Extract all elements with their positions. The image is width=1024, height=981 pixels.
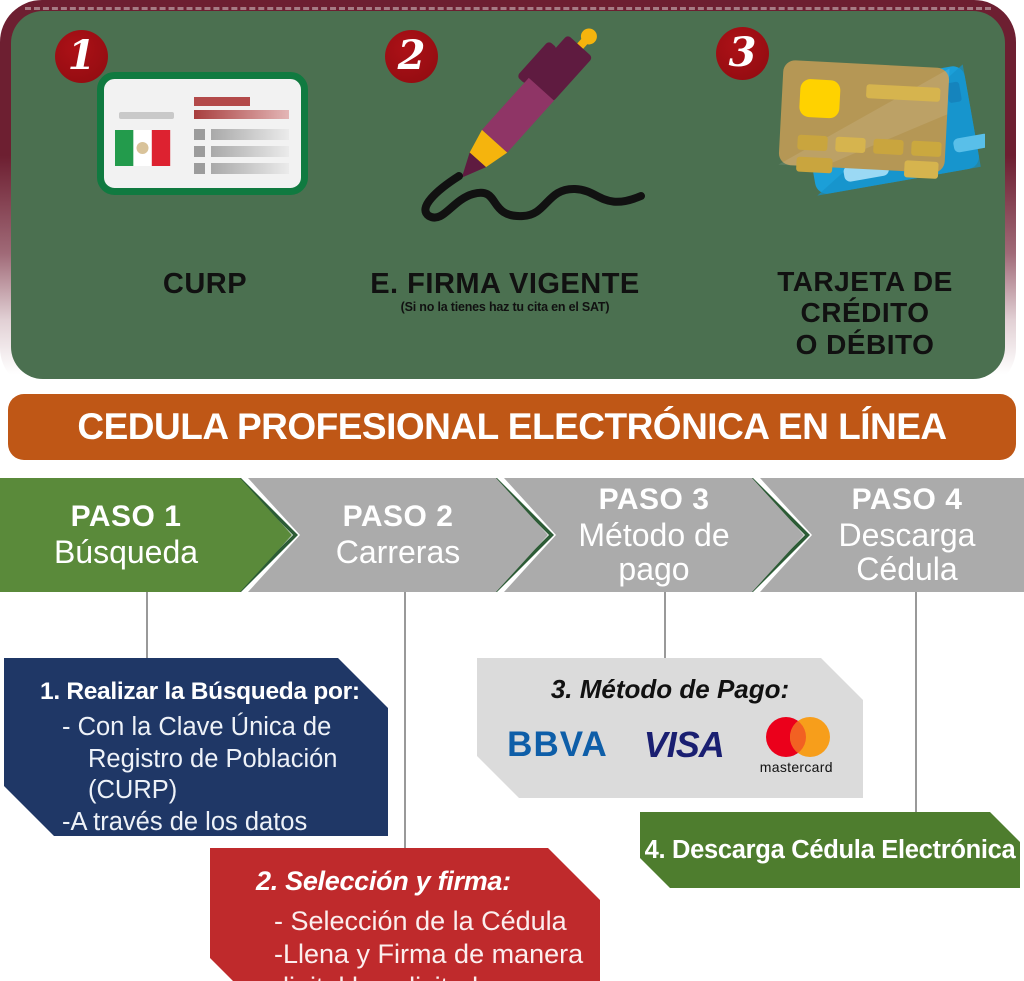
step-label-line1: Descarga	[838, 517, 976, 554]
step-label-line2: Cédula	[856, 551, 958, 587]
visa-logo: VISA	[643, 723, 724, 765]
step-chevron-paso4: PASO 4 Descarga Cédula	[760, 478, 1024, 592]
step-number: PASO 1	[70, 500, 182, 534]
step-number: PASO 4	[851, 483, 963, 517]
connector-line-paso3	[664, 592, 666, 658]
selection-box-line: digital la solicitud.	[256, 971, 590, 981]
download-detail-box: 4. Descarga Cédula Electrónica	[640, 812, 1020, 888]
step-label: Descarga Cédula	[838, 517, 976, 587]
step-label-line1: Método de	[578, 517, 730, 554]
selection-box-line: -Llena y Firma de manera	[274, 938, 584, 969]
payment-detail-box: 3. Método de Pago: BBVA VISA mastercard	[477, 658, 863, 798]
efirma-label: E. FIRMA VIGENTE	[370, 268, 640, 300]
mastercard-wordmark: mastercard	[759, 759, 833, 775]
search-detail-box: 1. Realizar la Búsqueda por: - Con la Cl…	[4, 658, 388, 836]
step-label: Método de pago	[578, 517, 730, 587]
payment-logos: BBVA VISA mastercard	[477, 715, 863, 774]
step-label-line2: pago	[618, 551, 690, 587]
tarjeta-label-line3: O DÉBITO	[795, 328, 935, 360]
mastercard-circles-icon	[761, 715, 831, 759]
selection-box-line: - Selección de la Cédula	[274, 906, 567, 936]
step-label: Carreras	[335, 534, 461, 571]
tarjeta-label-line1: TARJETA DE	[777, 266, 953, 297]
search-box-line: - Con la Clave Única de	[62, 713, 332, 741]
selection-box-title: 2. Selección y firma:	[256, 866, 511, 896]
search-box-line: -A través de los datos	[62, 807, 308, 836]
search-box-title: 1. Realizar la Búsqueda por:	[40, 678, 360, 705]
number-badge-1: 1	[55, 30, 108, 83]
connector-line-paso1	[146, 592, 148, 658]
selection-detail-box: 2. Selección y firma: - Selección de la …	[210, 848, 600, 981]
step-number: PASO 3	[598, 483, 710, 517]
step-label: Búsqueda	[53, 534, 199, 571]
step-chevron-paso1: PASO 1 Búsqueda	[0, 478, 292, 592]
search-box-line: (CURP)	[88, 776, 178, 805]
steps-bar: PASO 1 Búsqueda PASO 2 Carreras PASO 3 M…	[0, 478, 1024, 592]
number-badge-3: 3	[716, 27, 769, 80]
connector-line-paso2	[404, 592, 406, 848]
bbva-logo: BBVA	[507, 724, 608, 764]
efirma-caption: (Si no la tienes haz tu cita en el SAT)	[400, 300, 610, 314]
credit-cards-icon	[778, 60, 985, 196]
mastercard-logo: mastercard	[760, 715, 833, 774]
step-chevron-paso3: PASO 3 Método de pago	[504, 478, 804, 592]
connector-line-paso4	[915, 592, 917, 812]
step-number: PASO 2	[342, 500, 454, 534]
pen-signature-icon	[421, 28, 645, 222]
tarjeta-label-line2: CRÉDITO	[800, 297, 930, 329]
number-badge-2: 2	[385, 30, 438, 83]
search-box-line: Registro de Población	[88, 744, 338, 773]
title-banner: CEDULA PROFESIONAL ELECTRÓNICA EN LÍNEA	[8, 394, 1016, 460]
curp-label: CURP	[162, 268, 248, 300]
id-card-icon	[97, 72, 308, 195]
payment-box-title: 3. Método de Pago:	[550, 674, 790, 704]
tarjeta-label: TARJETA DE CRÉDITO O DÉBITO	[765, 266, 965, 360]
